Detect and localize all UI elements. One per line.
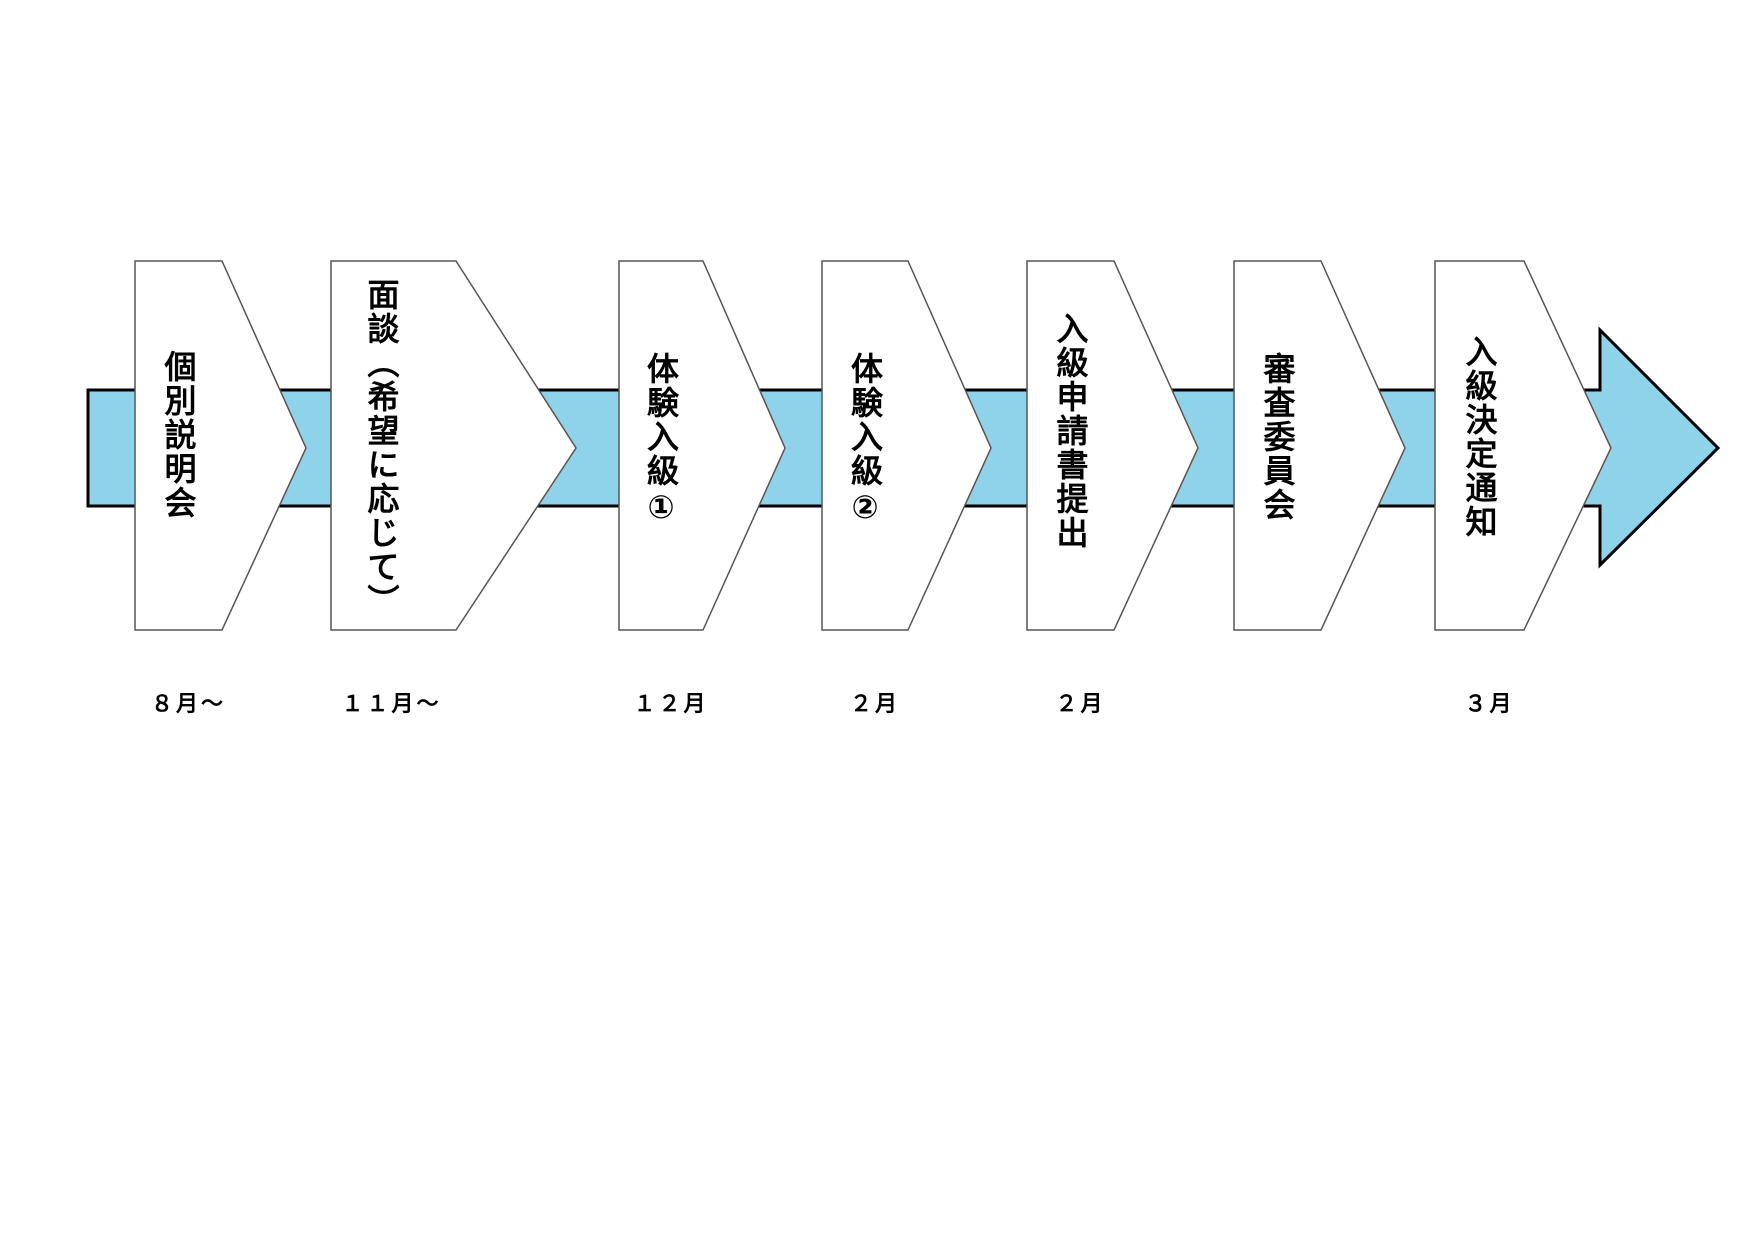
step-label: 体験入級② <box>846 352 884 528</box>
step-date: １２月 <box>633 692 709 717</box>
step-label: 入級決定通知 <box>1460 335 1499 539</box>
step-chevron <box>821 260 992 631</box>
step-date: ２月 <box>849 692 901 717</box>
step-label: 入級申請書提出 <box>1051 312 1090 550</box>
step-label: 個別説明会 <box>159 350 198 520</box>
step-chevron <box>618 260 786 631</box>
step-label: 面談（希望に応じて） <box>362 278 401 618</box>
step-chevron <box>1233 260 1406 631</box>
step-chevron <box>1026 260 1199 631</box>
step-date: １１月～ <box>341 692 442 717</box>
step-date: ２月 <box>1055 692 1106 717</box>
step-chevron <box>134 260 307 631</box>
step-chevron <box>1434 260 1612 631</box>
step-label: 体験入級① <box>642 352 680 528</box>
step-chevron <box>330 260 577 631</box>
step-date: ８月～ <box>150 692 227 717</box>
step-label: 審査委員会 <box>1258 352 1297 522</box>
step-date: ３月 <box>1464 692 1515 717</box>
